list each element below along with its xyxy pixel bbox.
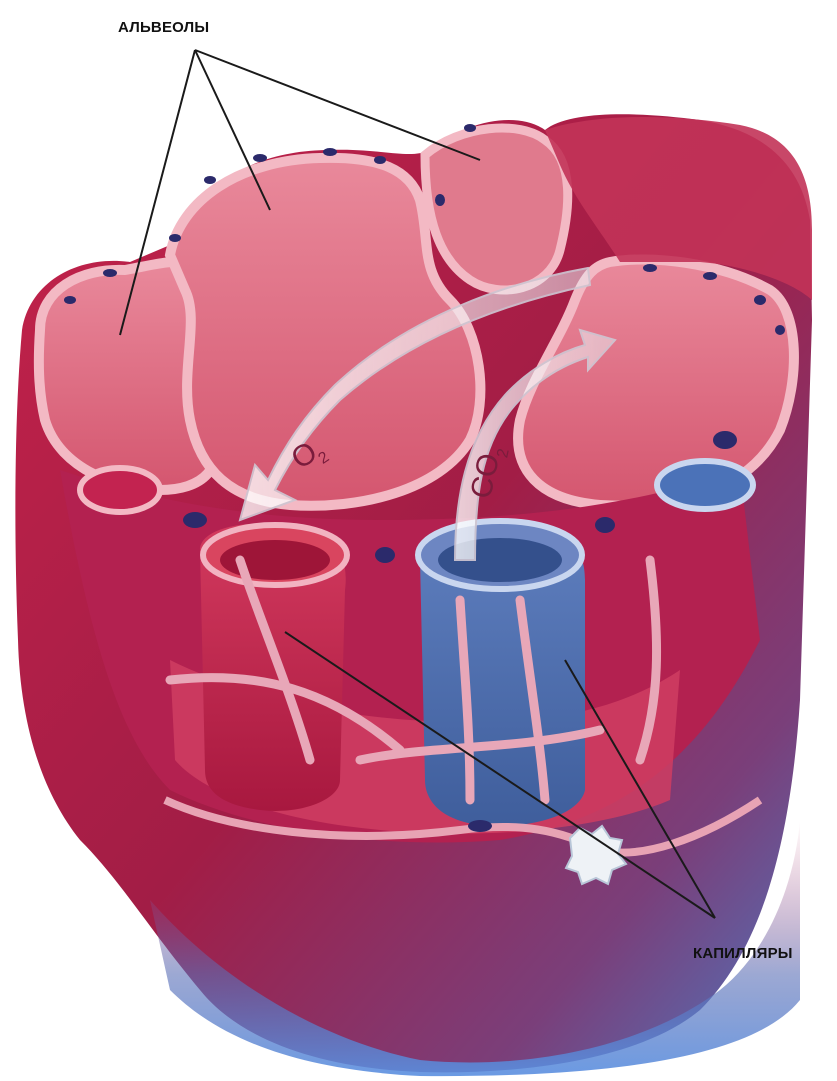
arterial-capillary <box>200 524 347 811</box>
alveoli-label: АЛЬВЕОЛЫ <box>118 19 209 36</box>
venous-capillary <box>418 521 585 826</box>
capillaries-label: КАПИЛЛЯРЫ <box>693 945 793 962</box>
